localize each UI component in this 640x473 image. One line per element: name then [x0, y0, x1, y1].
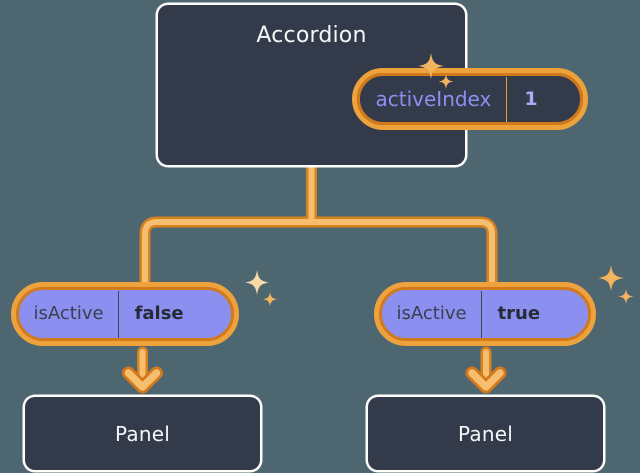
state-key: isActive: [33, 303, 104, 324]
state-key: activeIndex: [375, 87, 492, 111]
node-accordion[interactable]: Accordion activeIndex 1: [158, 5, 588, 165]
state-value: true: [480, 290, 557, 338]
state-pill-inner: isActive false: [19, 290, 231, 338]
state-pill-inner: activeIndex 1: [360, 76, 580, 122]
state-pill-is-active-false[interactable]: isActive false: [11, 282, 239, 346]
node-panel-right[interactable]: Panel: [368, 397, 603, 470]
node-panel-title: Panel: [115, 421, 170, 446]
state-pill-active-index[interactable]: activeIndex 1: [352, 68, 588, 130]
state-value: 1: [506, 76, 554, 122]
state-pill-is-active-true[interactable]: isActive true: [374, 282, 596, 346]
node-panel-title: Panel: [458, 421, 513, 446]
state-value: false: [117, 290, 200, 338]
state-key: isActive: [396, 303, 467, 324]
state-pill-inner: isActive true: [382, 290, 588, 338]
node-accordion-title: Accordion: [256, 23, 367, 48]
node-panel-left[interactable]: Panel: [25, 397, 260, 470]
